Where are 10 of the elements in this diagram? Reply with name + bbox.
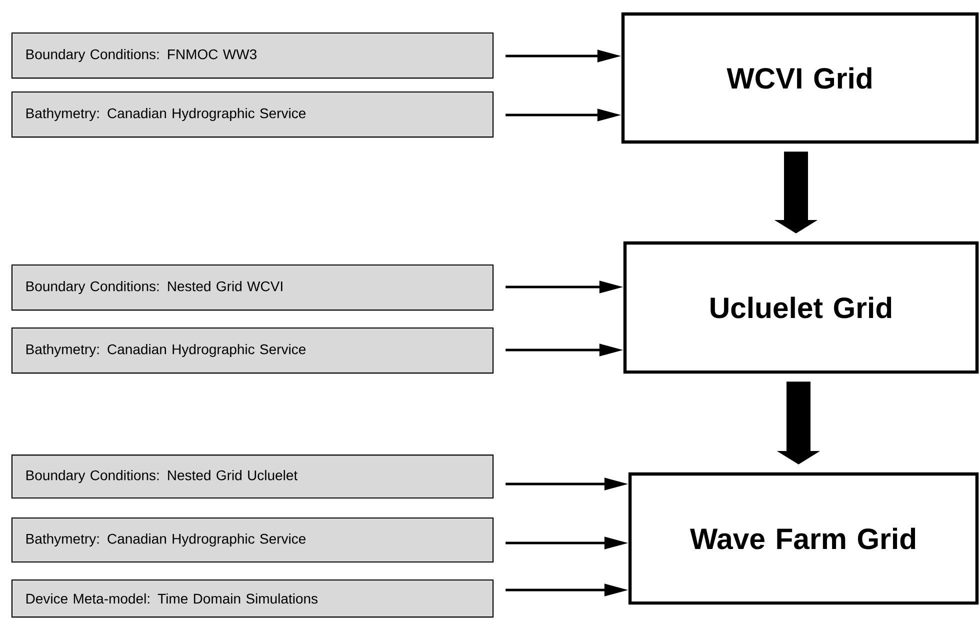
grid-box: Wave Farm Grid <box>628 472 979 605</box>
input-box: Bathymetry: Canadian Hydrographic Service <box>11 91 494 138</box>
grid-box: Ucluelet Grid <box>623 241 979 374</box>
input-box: Boundary Conditions: Nested Grid Ucluelet <box>11 454 494 498</box>
input-box: Boundary Conditions: Nested Grid WCVI <box>11 264 494 311</box>
input-box: Device Meta-model: Time Domain Simulations <box>11 579 494 618</box>
grid-box: WCVI Grid <box>621 12 979 144</box>
input-box: Boundary Conditions: FNMOC WW3 <box>11 32 494 79</box>
input-box: Bathymetry: Canadian Hydrographic Service <box>11 327 494 374</box>
input-box: Bathymetry: Canadian Hydrographic Service <box>11 517 494 563</box>
